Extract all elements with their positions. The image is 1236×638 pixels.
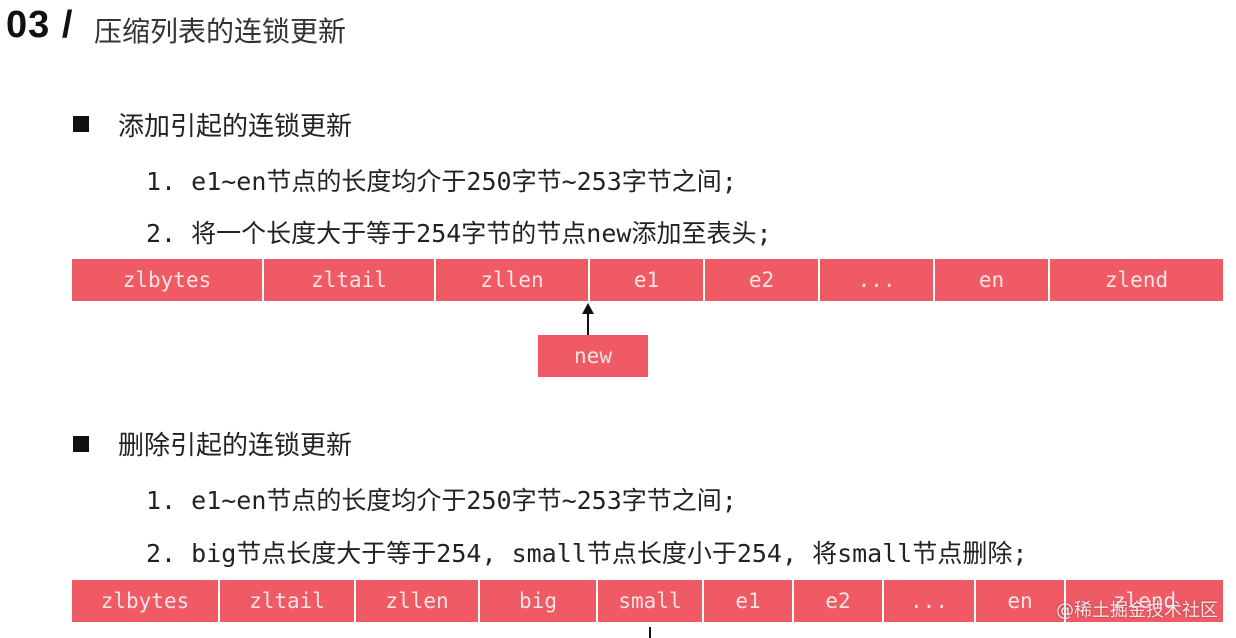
cell-zlbytes: zlbytes [72,580,218,622]
delete-step-1: 1. e1~en节点的长度均介于250字节~253字节之间; [146,486,737,515]
cell-zlbytes: zlbytes [72,259,262,301]
cell-e2: e2 [705,259,818,301]
cell-ellipsis: ... [820,259,933,301]
ziplist-add-row: zlbytes zltail zllen e1 e2 ... en zlend [72,259,1223,301]
arrow-up-icon [582,303,594,335]
bullet-square-icon [73,436,89,452]
cell-big: big [480,580,596,622]
cell-e1: e1 [704,580,792,622]
ziplist-delete-row: zlbytes zltail zllen big small e1 e2 ...… [72,580,1223,622]
add-step-1: 1. e1~en节点的长度均介于250字节~253字节之间; [146,167,737,196]
cell-zlend: zlend [1066,580,1223,622]
cell-ellipsis: ... [884,580,974,622]
arrow-stem-icon [649,627,651,638]
add-step-2: 2. 将一个长度大于等于254字节的节点new添加至表头; [146,219,772,248]
watermark: @稀土掘金技术社区 [1056,600,1218,621]
new-node-box: new [538,335,648,377]
delete-section-heading: 删除引起的连锁更新 [118,431,353,461]
cell-e1: e1 [590,259,703,301]
cell-zlend: zlend [1050,259,1223,301]
delete-step-2: 2. big节点长度大于等于254, small节点长度小于254, 将smal… [146,539,1028,568]
slide-title: 压缩列表的连锁更新 [94,15,347,48]
cell-zllen: zllen [356,580,478,622]
cell-small: small [598,580,702,622]
cell-e2: e2 [794,580,882,622]
slide-number: 03 / [6,4,74,46]
cell-zllen: zllen [436,259,588,301]
add-section-heading: 添加引起的连锁更新 [118,112,353,142]
bullet-square-icon [73,116,89,132]
cell-zltail: zltail [220,580,354,622]
cell-en: en [976,580,1064,622]
cell-zltail: zltail [264,259,434,301]
cell-en: en [935,259,1048,301]
